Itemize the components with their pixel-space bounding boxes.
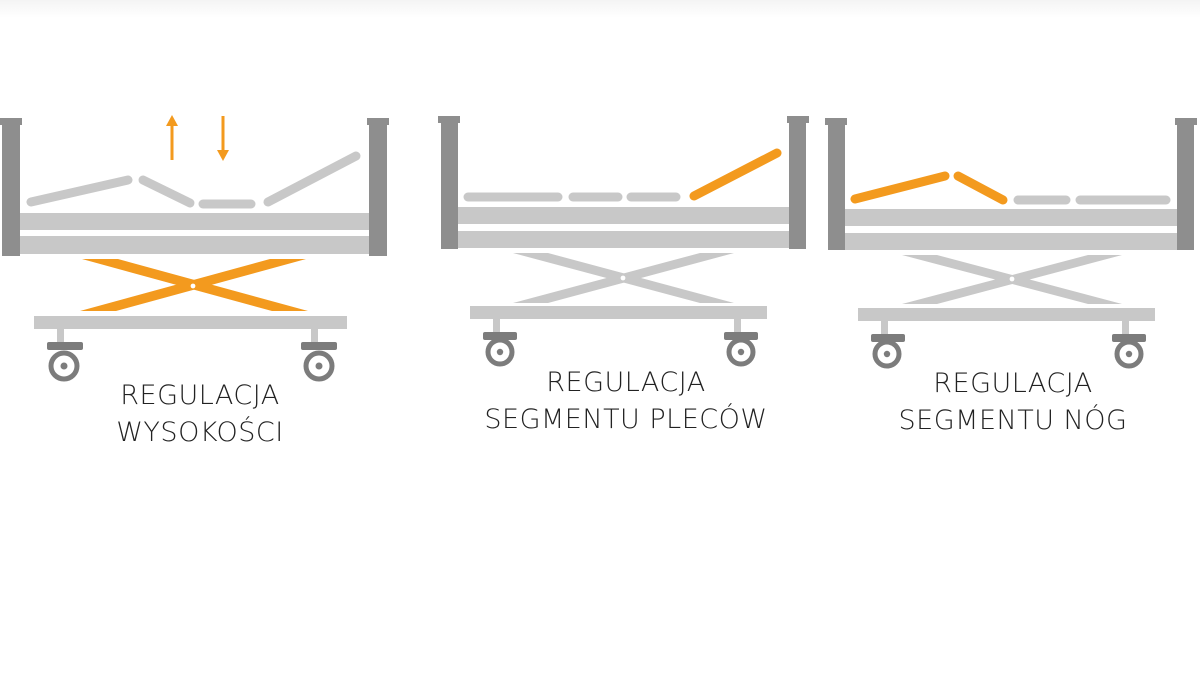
wheel-left xyxy=(47,329,83,382)
thigh-segment xyxy=(850,171,950,204)
foot-post-cap xyxy=(367,118,389,125)
scissor-lift xyxy=(80,259,308,311)
leg-segment xyxy=(953,171,1008,205)
caption-leg-adjustment: REGULACJA SEGMENTU NÓG xyxy=(863,365,1163,439)
foot-post xyxy=(369,120,387,256)
caption-height-adjustment: REGULACJA WYSOKOŚCI xyxy=(60,377,340,451)
head-post xyxy=(441,118,458,249)
base-frame xyxy=(470,306,767,319)
head-post-cap xyxy=(0,118,22,125)
seat-segment xyxy=(138,175,195,208)
caption-line-1: REGULACJA xyxy=(933,368,1093,399)
arrow-down-icon xyxy=(217,116,229,161)
back-segment xyxy=(26,175,133,207)
caption-line-1: REGULACJA xyxy=(120,380,280,411)
head-post xyxy=(828,120,845,250)
bed-height-adjustment xyxy=(0,115,389,382)
caption-line-2: SEGMENTU PLECÓW xyxy=(484,404,768,435)
head-post-cap xyxy=(438,116,460,123)
base-frame xyxy=(34,316,347,329)
caption-line-2: SEGMENTU NÓG xyxy=(898,405,1128,436)
wheel-left xyxy=(483,319,517,367)
wheel-right xyxy=(301,329,337,382)
foot-post-cap xyxy=(787,116,809,123)
back-segment xyxy=(689,148,782,201)
leg-segment xyxy=(263,151,361,207)
side-rail-upper xyxy=(458,207,789,224)
side-rail-lower xyxy=(845,233,1177,250)
wheel-right xyxy=(724,319,758,367)
foot-post xyxy=(789,118,806,249)
foot-post xyxy=(1177,120,1194,250)
wheel-left xyxy=(871,321,905,369)
arrow-up-icon xyxy=(166,115,178,160)
scissor-lift xyxy=(513,253,734,303)
caption-line-2: WYSOKOŚCI xyxy=(116,417,284,448)
base-frame xyxy=(858,308,1155,321)
side-rail-upper xyxy=(20,213,369,230)
wheel-right xyxy=(1112,321,1146,369)
foot-post-cap xyxy=(1175,118,1197,125)
side-rail-upper xyxy=(845,209,1177,226)
caption-line-1: REGULACJA xyxy=(546,367,706,398)
bed-leg-adjustment xyxy=(825,118,1197,369)
head-post xyxy=(2,120,20,256)
top-shadow-band xyxy=(0,0,1200,18)
head-post-cap xyxy=(825,118,847,125)
scissor-lift xyxy=(902,255,1122,304)
caption-back-adjustment: REGULACJA SEGMENTU PLECÓW xyxy=(466,364,786,438)
side-rail-lower xyxy=(20,236,369,254)
side-rail-lower xyxy=(458,231,789,248)
bed-back-adjustment xyxy=(438,116,809,367)
